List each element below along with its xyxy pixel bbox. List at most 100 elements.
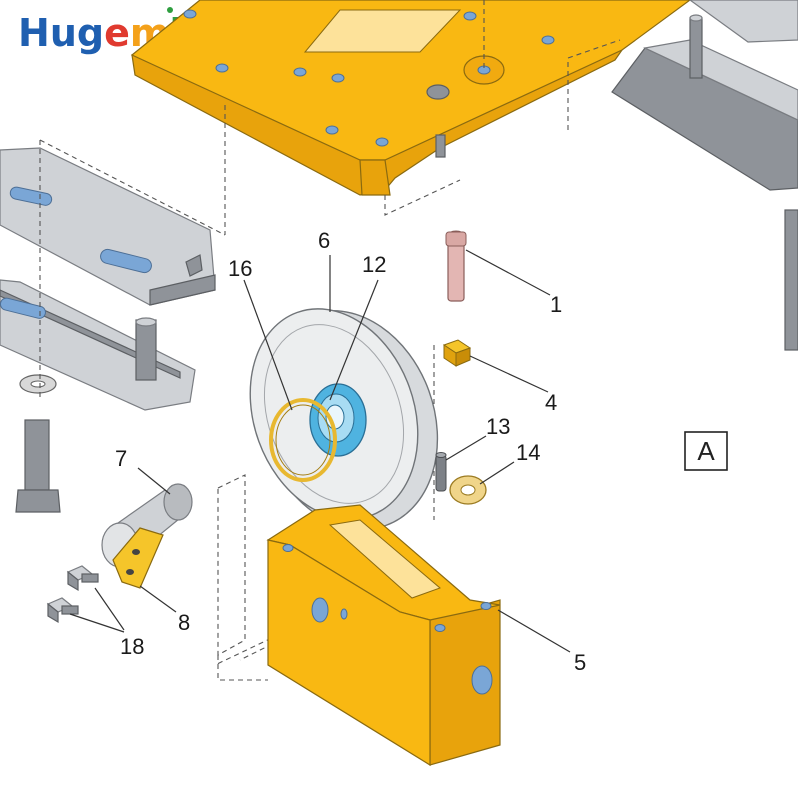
brand-letter: g (77, 11, 104, 55)
brand-letter: u (50, 11, 77, 55)
logo-dot-icon (167, 7, 173, 13)
top-plate-slot (303, 9, 462, 53)
leader-18 (69, 613, 125, 633)
screw-shank (81, 573, 99, 583)
hole (331, 73, 345, 83)
dowel-pin (435, 454, 447, 492)
pin-top (135, 317, 157, 327)
dash-line (217, 655, 268, 681)
callout-1: 1 (550, 292, 562, 317)
bracket-groove (328, 519, 441, 599)
slot (0, 297, 46, 319)
pin (689, 17, 703, 79)
callout-16: 16 (228, 256, 252, 281)
clamp-plate-edge (149, 274, 216, 306)
bolt-head (426, 84, 450, 100)
part-14-washer (449, 475, 487, 505)
leader-14 (479, 461, 515, 485)
callout-5: 5 (574, 650, 586, 675)
top-plate (130, 0, 692, 196)
leader-7 (137, 467, 171, 495)
callout-4: 4 (545, 390, 557, 415)
leader-8 (139, 585, 177, 613)
hole (340, 608, 348, 620)
hole (325, 125, 339, 135)
hole (126, 569, 134, 575)
clamp-top (688, 0, 798, 43)
hole (541, 35, 555, 45)
dash-line (567, 39, 621, 130)
screw-head (47, 602, 59, 624)
callout-6: 6 (318, 228, 330, 253)
part-16-retaining-ring (269, 398, 337, 482)
pin (135, 319, 157, 381)
hole (282, 544, 294, 552)
cylinder-end (163, 483, 193, 521)
hole (311, 597, 329, 623)
hole (293, 67, 307, 77)
part-5-bracket (266, 504, 501, 767)
pin-top (689, 14, 703, 22)
hole (463, 11, 477, 21)
callout-18: 18 (120, 634, 144, 659)
part-4-key (442, 339, 472, 367)
bolt-shank (435, 134, 446, 158)
ring-inner-edge (275, 404, 331, 476)
brand-letter: e (104, 11, 130, 55)
part-1-pin (445, 230, 467, 302)
callout-14: 14 (516, 440, 540, 465)
leader-13 (445, 435, 487, 461)
leader-16 (243, 279, 293, 411)
hole (434, 624, 446, 632)
view-label: A (684, 431, 728, 471)
callout-13: 13 (486, 414, 510, 439)
screw-shank (61, 605, 79, 615)
dash-line (217, 474, 246, 656)
view-label-box (684, 431, 728, 471)
part-18-screws (46, 565, 99, 624)
pin (784, 209, 798, 351)
leader-5 (497, 609, 571, 653)
left-clamp-upper (0, 147, 216, 306)
key-front (455, 347, 471, 367)
washer-hole (460, 484, 476, 496)
leader-4 (469, 355, 549, 393)
view-label-text: A (697, 436, 715, 466)
bracket-plate (112, 527, 164, 589)
clamp-bar-top (643, 39, 798, 121)
top-right-clamp (611, 0, 798, 351)
hole (471, 665, 493, 695)
washer-hole (30, 380, 46, 388)
hole (132, 549, 140, 555)
dowel-top (435, 452, 447, 458)
hole (183, 9, 197, 19)
dash-line (384, 179, 461, 216)
callout-7: 7 (115, 446, 127, 471)
screw-head (67, 570, 79, 592)
bolt-shank (24, 419, 50, 491)
brand-letter: H (18, 11, 50, 55)
part-6-pulley (249, 308, 439, 530)
notch (185, 254, 203, 277)
hole (215, 63, 229, 73)
callout-8: 8 (178, 610, 190, 635)
clamp-plate (0, 147, 216, 306)
slot (9, 186, 53, 206)
hole (375, 137, 389, 147)
callouts: 1 4 5 6 7 8 12 13 14 16 18 (115, 228, 586, 675)
leader-12 (329, 279, 379, 401)
leader-1 (465, 249, 551, 296)
pin-head (445, 231, 467, 247)
bolt-head (15, 489, 61, 513)
leader-18 (94, 587, 125, 631)
hole (480, 602, 492, 610)
dash-line (39, 139, 226, 236)
part-13-dowel (435, 452, 447, 492)
left-clamp-lower (0, 279, 196, 513)
leader-lines (69, 249, 571, 653)
callout-12: 12 (362, 252, 386, 277)
top-plate-edge (359, 159, 391, 196)
part-8-bracket (112, 527, 164, 589)
